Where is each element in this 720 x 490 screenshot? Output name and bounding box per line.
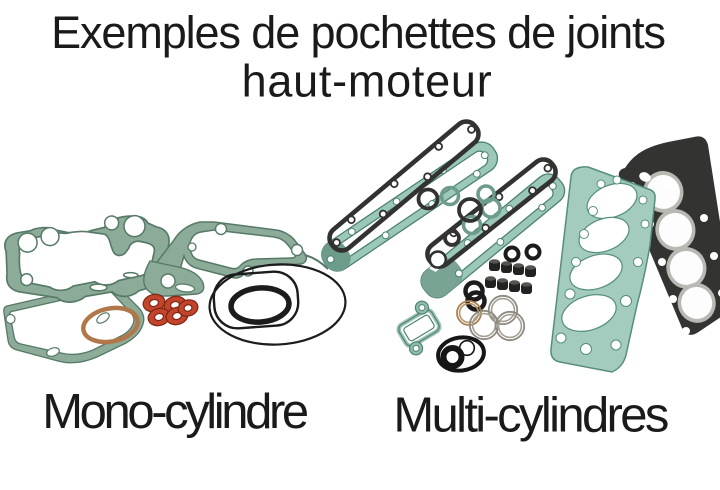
svg-text:haut-moteur: haut-moteur	[242, 56, 493, 107]
svg-text:Mono-cylindre: Mono-cylindre	[42, 385, 308, 439]
svg-text:Multi-cylindres: Multi-cylindres	[393, 389, 668, 443]
svg-text:Exemples de pochettes de joint: Exemples de pochettes de joints	[51, 7, 665, 58]
